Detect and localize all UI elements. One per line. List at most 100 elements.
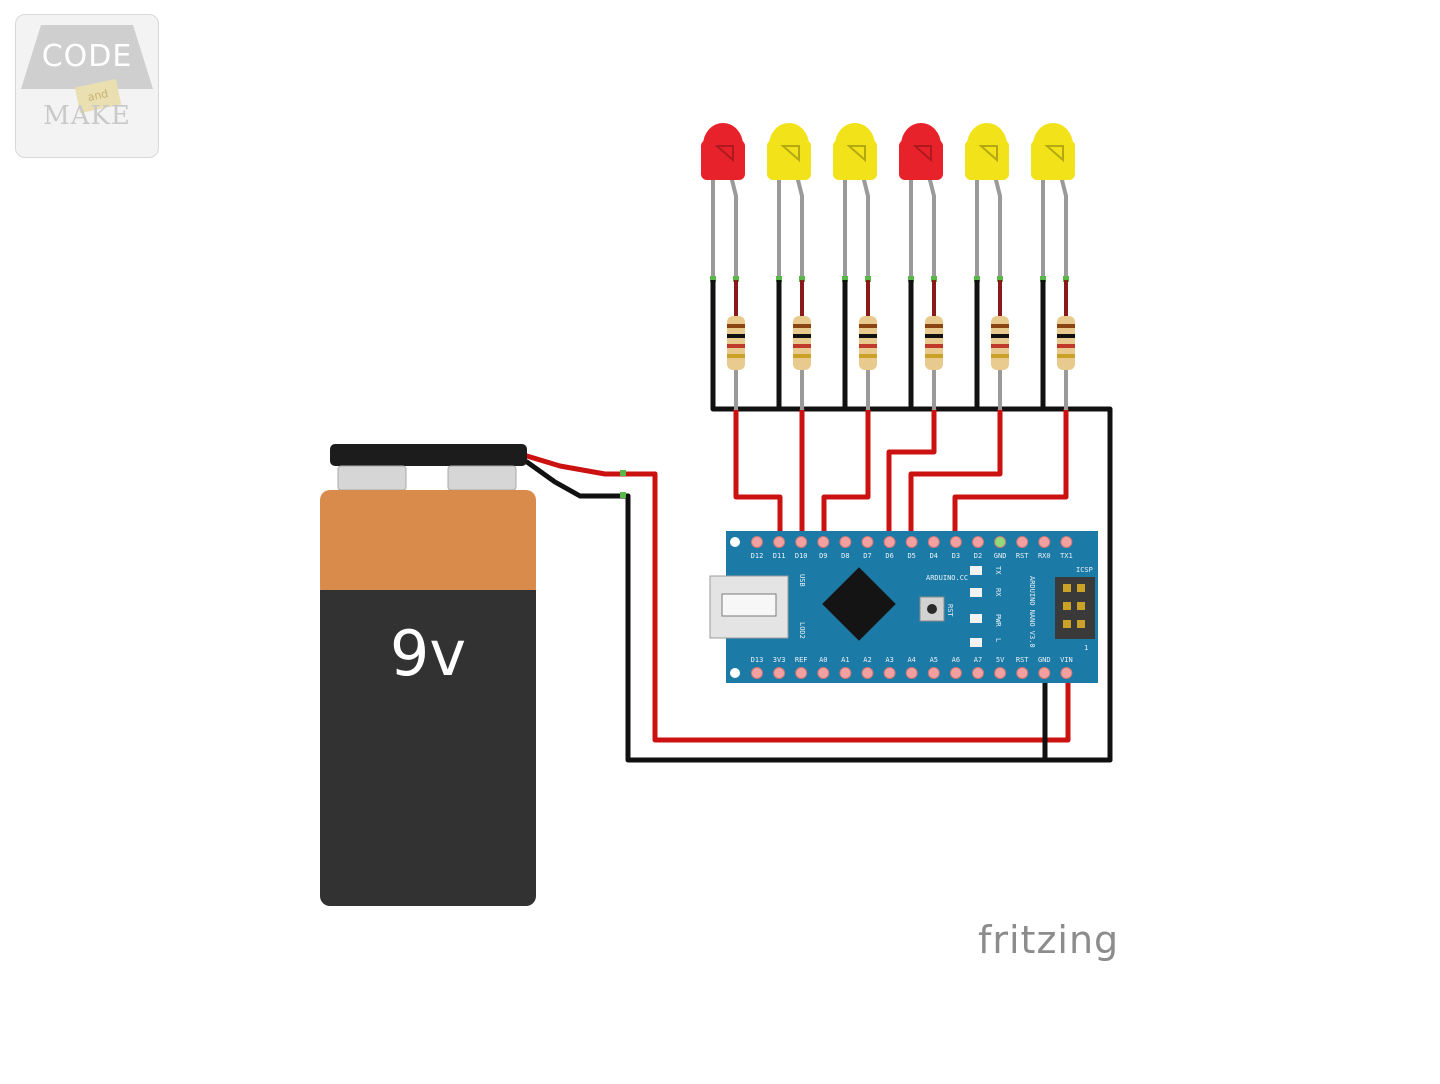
resistor-band: [925, 354, 943, 358]
resistor-band: [727, 344, 745, 348]
mount-hole: [730, 537, 740, 547]
bottom-pin-a6: [949, 667, 962, 679]
top-pin-label: RX0: [1038, 552, 1051, 560]
lead-junction: [974, 276, 980, 282]
top-pin-d12: [751, 536, 763, 548]
top-pin-d7: [861, 536, 874, 548]
resistor-band: [859, 324, 877, 328]
led-lead-anode: [927, 175, 936, 278]
lead-junction: [997, 276, 1003, 282]
signal-wire-led4: [886, 407, 937, 543]
led-bulb-dome: [967, 123, 1007, 165]
led-anvil: [978, 145, 998, 163]
top-pin-tx1: [1060, 536, 1073, 548]
led-lead-anode: [993, 175, 1002, 278]
marking-usb: USB: [798, 574, 806, 587]
lead-junction: [842, 276, 848, 282]
icsp-pin: [1077, 584, 1085, 592]
signal-wire-led6: [952, 407, 1069, 543]
top-pin-label: D5: [907, 552, 915, 560]
lead-junction: [931, 276, 937, 282]
top-pin-d11: [773, 536, 786, 548]
logo-shape: [21, 25, 153, 89]
led-yellow-6: [1031, 123, 1075, 410]
signal-wire-led1: [733, 407, 783, 543]
bottom-pin-label: 3V3: [773, 656, 786, 664]
led-anvil: [1044, 145, 1064, 163]
top-pin-label: D2: [974, 552, 982, 560]
resistor-band: [925, 344, 943, 348]
resistor-band: [727, 324, 745, 328]
signal-wire-led5: [908, 407, 1003, 543]
resistor-band: [991, 354, 1009, 358]
lead-junction: [1040, 276, 1046, 282]
icsp-pin: [1077, 620, 1085, 628]
resistor-band: [925, 324, 943, 328]
resistor-band: [1057, 354, 1075, 358]
top-pin-d6: [883, 536, 896, 548]
led-red-4: [899, 123, 943, 410]
resistor-band: [991, 334, 1009, 338]
bottom-pin-label: D13: [751, 656, 764, 664]
status-led-label: RX: [994, 588, 1002, 597]
bottom-pin-label: A0: [819, 656, 827, 664]
ground-return-wire: [625, 493, 1113, 763]
led-red-1: [701, 123, 745, 410]
resistor-band: [859, 334, 877, 338]
bottom-pin-label: 5V: [996, 656, 1005, 664]
resistor-band: [991, 324, 1009, 328]
icsp-pin: [1077, 602, 1085, 610]
bottom-pin-a3: [883, 667, 896, 679]
led-bulb-dome: [1033, 123, 1073, 165]
top-pin-label: D12: [751, 552, 764, 560]
status-led-label: L: [994, 638, 1002, 642]
led-bulb-dome: [901, 123, 941, 165]
led-bulb-dome: [769, 123, 809, 165]
top-pin-label: D8: [841, 552, 849, 560]
logo-text-make: MAKE: [43, 101, 131, 131]
code-and-make-logo: CODE and MAKE: [15, 14, 159, 158]
top-pin-label: TX1: [1060, 552, 1073, 560]
led-lead-anode: [861, 175, 870, 278]
led-yellow-2: [767, 123, 811, 410]
lead-junction: [1063, 276, 1069, 282]
bottom-pin-label: A5: [930, 656, 938, 664]
mount-hole: [730, 668, 740, 678]
bottom-pin-a7: [972, 667, 984, 679]
icsp-header: [1055, 577, 1095, 639]
resistor-band: [793, 354, 811, 358]
led-lead-anode: [795, 175, 804, 278]
battery-black-lead: [524, 459, 631, 499]
top-pin-d2: [972, 536, 984, 548]
lead-junction: [733, 276, 739, 282]
bottom-pin-a4: [905, 667, 918, 679]
wires: [524, 406, 1113, 763]
resistor-band: [727, 354, 745, 358]
bottom-pin-label: GND: [1038, 656, 1051, 664]
marking-pin1: 1: [1084, 644, 1088, 652]
wire-junction: [620, 470, 626, 476]
bottom-pin-d13: [751, 667, 763, 679]
top-pin-label: D9: [819, 552, 827, 560]
top-pin-d8: [839, 536, 852, 548]
bottom-pin-5v: [994, 667, 1007, 679]
bottom-pin-label: A4: [907, 656, 915, 664]
status-led-label: PWR: [994, 614, 1002, 627]
status-led-label: TX: [994, 566, 1002, 575]
marking-arduino-cc: ARDUINO.CC: [926, 574, 968, 582]
resistor-band: [1057, 344, 1075, 348]
led-lead-anode: [729, 175, 738, 278]
lead-junction: [799, 276, 805, 282]
led-anvil: [714, 145, 734, 163]
lead-junction: [865, 276, 871, 282]
bottom-pin-label: VIN: [1060, 656, 1073, 664]
resistor-band: [793, 324, 811, 328]
battery-terminal-right: [447, 465, 517, 491]
bottom-pin-ref: [795, 667, 808, 679]
top-pin-label: D4: [930, 552, 938, 560]
battery-terminal-left: [337, 465, 407, 491]
vin-wire: [652, 471, 1071, 743]
top-pin-label: D11: [773, 552, 786, 560]
